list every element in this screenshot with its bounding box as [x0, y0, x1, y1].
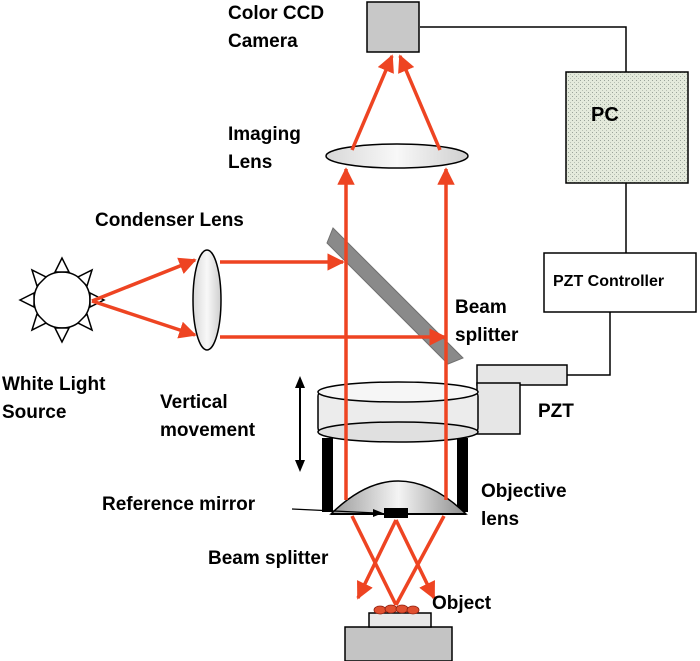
white-light-source-label-line2: Source [2, 402, 67, 423]
condenser-lens [192, 249, 222, 351]
objective-assembly [317, 381, 479, 515]
object [373, 604, 420, 615]
imaging-lens-label-line2: Lens [228, 152, 273, 173]
vertical-movement-label-line1: Vertical [160, 392, 228, 413]
pzt-label: PZT [538, 401, 574, 422]
vertical-movement-arrow [295, 376, 305, 472]
connection-wires [420, 26, 627, 376]
pzt-controller-box [543, 252, 697, 313]
beam-splitter-bottom-label: Beam splitter [208, 548, 329, 569]
reference-mirror-pointer [291, 508, 383, 517]
sample-stage [344, 612, 453, 661]
reference-mirror-label: Reference mirror [102, 494, 256, 515]
pc-box [565, 71, 689, 184]
pzt-actuator [476, 364, 568, 435]
imaging-lens [325, 143, 469, 169]
white-light-source-label-line1: White Light [2, 374, 106, 395]
object-label: Object [432, 593, 492, 614]
vertical-movement-label-line2: movement [160, 420, 256, 441]
beam-splitter-top-label-line2: splitter [455, 325, 519, 346]
reference-mirror [384, 508, 408, 518]
imaging-lens-label-line1: Imaging [228, 124, 301, 145]
light-beams [91, 54, 455, 606]
pc-box-label: PC [591, 104, 619, 126]
beam-splitter-plate [326, 227, 464, 365]
white-light-source [18, 256, 106, 344]
camera-label-line1: Color CCD [228, 3, 325, 24]
camera-label-line2: Camera [228, 31, 298, 52]
pzt-controller-box-label: PZT Controller [553, 273, 665, 290]
beam-splitter-top-label-line1: Beam [455, 297, 507, 318]
objective-lens-label-line1: Objective [481, 481, 567, 502]
ccd-camera [366, 1, 420, 53]
condenser-lens-label: Condenser Lens [95, 210, 244, 231]
objective-lens-label-line2: lens [481, 509, 520, 530]
